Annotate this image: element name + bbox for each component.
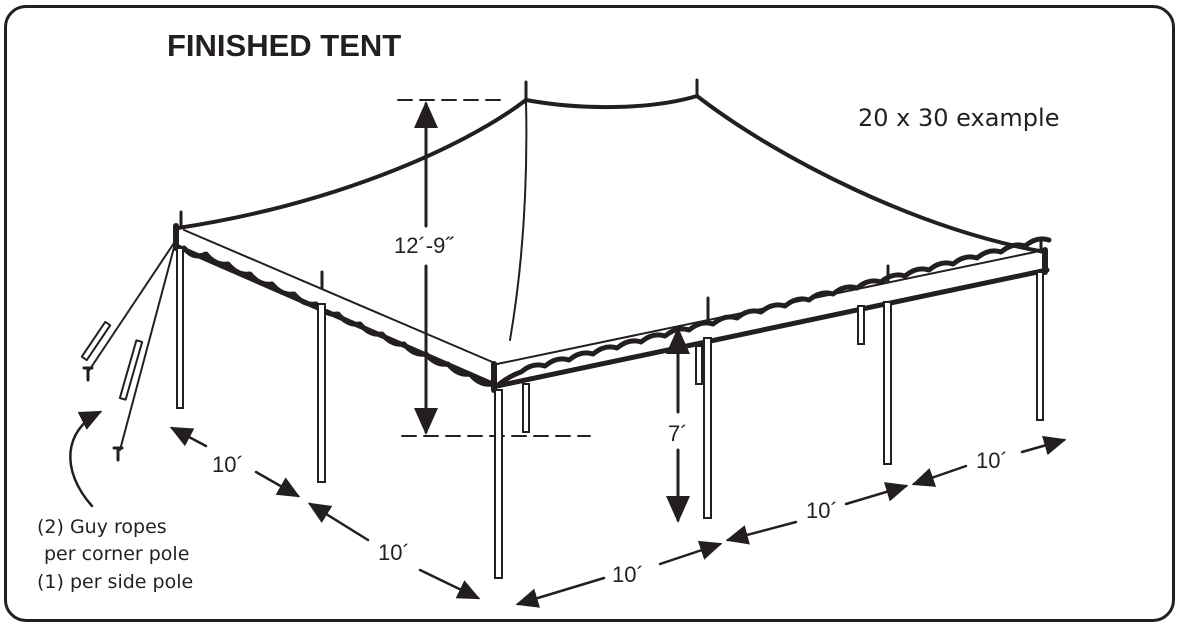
roof-right-slope [695, 94, 1047, 254]
valance-left [173, 243, 500, 389]
dim-arrow-left-1b [254, 470, 301, 498]
eave-top-left [183, 229, 498, 365]
guy-rope-2 [119, 239, 177, 451]
dim-arrow-right-1a [725, 520, 798, 545]
dim-arrow-left-2a [307, 502, 370, 542]
roof-left-slope [176, 98, 528, 230]
valance-right [494, 236, 1052, 389]
guy-tensioner-2 [118, 339, 144, 401]
dim-label-right-1: 10´ [806, 498, 838, 523]
pole-back-center [695, 345, 703, 385]
dim-arrow-right-1b [844, 482, 909, 506]
guy-rope-note-line-3: (1) per side pole [37, 571, 193, 593]
stake-2 [112, 446, 124, 462]
pole-side-right-2 [883, 301, 892, 465]
dim-label-left-1: 10´ [212, 452, 244, 477]
guy-rope-callout-arrow [69, 410, 103, 508]
dim-arrow-front-b [658, 540, 723, 566]
dim-arrow-left-2b [418, 568, 481, 600]
pole-side-left-1 [317, 303, 326, 483]
pole-right-corner [1036, 271, 1044, 421]
pole-back-right [857, 305, 865, 345]
stake-1 [82, 366, 94, 382]
diagram-title: FINISHED TENT [167, 28, 401, 63]
dim-arrow-right-2b [1020, 435, 1067, 456]
diagram-subtitle: 20 x 30 example [858, 104, 1059, 132]
dim-arrow-right-2a [911, 464, 968, 487]
guy-rope-1 [87, 239, 177, 373]
guy-rope-note-line-1: (2) Guy ropes [37, 516, 167, 538]
pole-back-left [522, 383, 530, 433]
dim-arrow-left-1a [169, 426, 208, 448]
dim-label-front: 10´ [612, 562, 644, 587]
diagram-frame [4, 5, 1175, 622]
dim-label-left-2: 10´ [378, 540, 410, 565]
pole-side-right-1 [703, 337, 712, 519]
peak-height-label: 12´-9˝ [394, 233, 454, 258]
pole-front-corner [494, 389, 503, 579]
dim-label-right-2: 10´ [976, 448, 1008, 473]
roof-peak-curve [524, 94, 699, 110]
guy-rope-note-line-2: per corner pole [44, 543, 189, 565]
side-height-label: 7´ [668, 421, 688, 446]
guy-tensioner-1 [80, 320, 112, 362]
roof-center-seam [509, 99, 528, 341]
dim-arrow-front-a [515, 576, 606, 608]
pole-left-corner [176, 247, 184, 409]
